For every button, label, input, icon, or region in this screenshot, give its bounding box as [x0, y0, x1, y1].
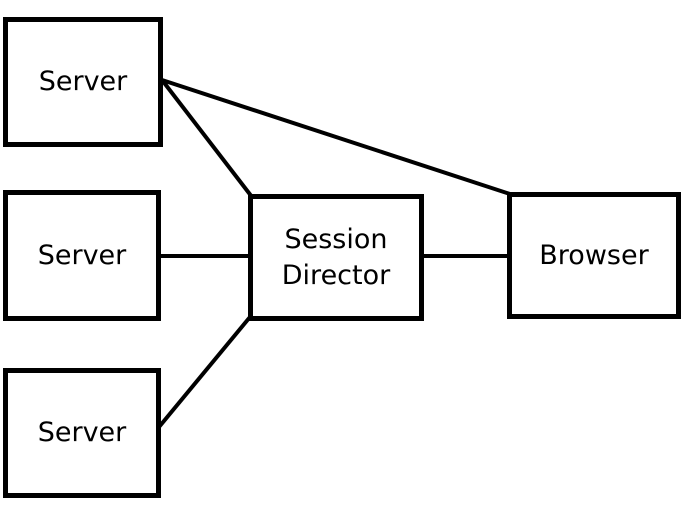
- node-session-director: Session Director: [248, 194, 424, 321]
- edge-server1-session-director: [160, 78, 254, 199]
- node-server-1-label: Server: [38, 66, 128, 98]
- edge-server1-browser: [161, 78, 511, 196]
- node-server-3: Server: [3, 368, 161, 498]
- node-browser-label: Browser: [539, 239, 649, 271]
- edge-server3-session-director: [157, 315, 252, 429]
- node-server-1: Server: [3, 17, 163, 147]
- node-server-2-label: Server: [37, 239, 127, 271]
- node-server-2: Server: [3, 190, 161, 321]
- node-session-director-label: Session Director: [281, 224, 391, 291]
- node-browser: Browser: [507, 192, 681, 319]
- node-server-3-label: Server: [37, 417, 127, 449]
